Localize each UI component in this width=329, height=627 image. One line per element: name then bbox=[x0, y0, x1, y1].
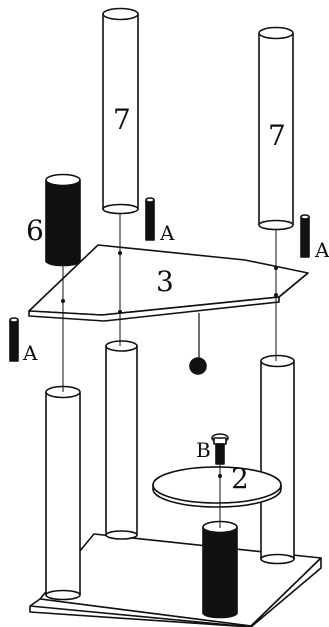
lower-post-front-left bbox=[45, 385, 81, 601]
screw-b bbox=[211, 433, 229, 528]
label-disk-2: 2 bbox=[231, 462, 249, 495]
label-screw-a-left: A bbox=[22, 341, 38, 365]
upper-post-7-left bbox=[102, 7, 139, 215]
lower-post-back-left bbox=[105, 340, 138, 540]
alignment-dots bbox=[61, 251, 278, 478]
screw-a-top-left bbox=[145, 197, 155, 241]
label-shelf-3: 3 bbox=[156, 265, 174, 298]
label-post-7-right: 7 bbox=[268, 119, 286, 152]
label-screw-a-top-left: A bbox=[159, 221, 175, 245]
dark-post-lower bbox=[202, 520, 238, 619]
label-post-7-left: 7 bbox=[113, 103, 131, 136]
upper-post-7-right bbox=[258, 26, 294, 231]
base-plate bbox=[29, 533, 322, 627]
label-post-6: 6 bbox=[26, 214, 44, 247]
shelf-3 bbox=[28, 244, 309, 322]
label-screw-a-right: A bbox=[314, 238, 329, 262]
disk-2 bbox=[152, 466, 282, 508]
lower-post-right bbox=[260, 354, 295, 565]
screw-a-left bbox=[9, 317, 19, 362]
label-screw-b: B bbox=[196, 438, 211, 462]
hanging-ball bbox=[189, 313, 207, 375]
screw-a-right bbox=[300, 214, 310, 258]
dark-post-6 bbox=[45, 173, 81, 267]
